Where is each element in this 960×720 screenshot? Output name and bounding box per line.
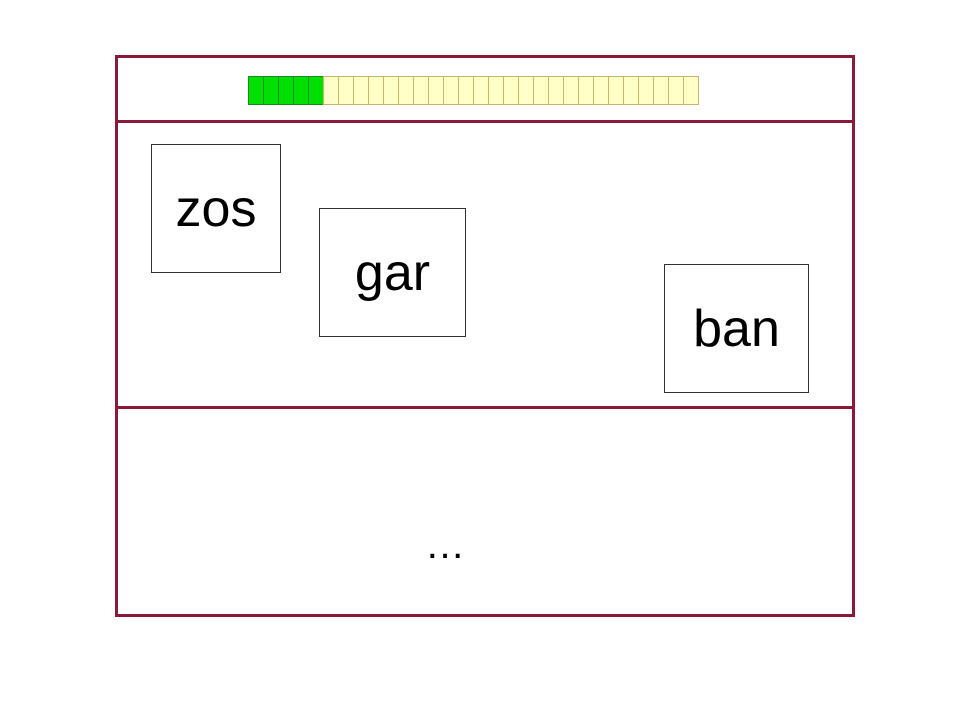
- progress-segment-complete: [293, 76, 309, 105]
- word-card-ban[interactable]: ban: [664, 264, 809, 393]
- progress-segment-pending: [578, 76, 594, 105]
- progress-segment-pending: [353, 76, 369, 105]
- progress-segment-pending: [473, 76, 489, 105]
- answer-panel: [115, 406, 855, 617]
- progress-segment-pending: [563, 76, 579, 105]
- progress-segment-pending: [383, 76, 399, 105]
- word-card-label: zos: [175, 179, 257, 238]
- progress-segment-pending: [413, 76, 429, 105]
- progress-segment-pending: [338, 76, 354, 105]
- progress-segment-pending: [533, 76, 549, 105]
- progress-segment-pending: [668, 76, 684, 105]
- progress-segment-pending: [368, 76, 384, 105]
- progress-segment-pending: [503, 76, 519, 105]
- progress-segment-complete: [308, 76, 324, 105]
- progress-segment-pending: [398, 76, 414, 105]
- progress-segment-pending: [593, 76, 609, 105]
- progress-bar: [248, 76, 699, 105]
- progress-segment-pending: [638, 76, 654, 105]
- progress-segment-pending: [518, 76, 534, 105]
- word-card-label: ban: [693, 299, 780, 358]
- progress-segment-pending: [623, 76, 639, 105]
- progress-segment-pending: [548, 76, 564, 105]
- word-card-label: gar: [354, 243, 431, 302]
- progress-segment-pending: [488, 76, 504, 105]
- progress-segment-pending: [443, 76, 459, 105]
- progress-segment-pending: [653, 76, 669, 105]
- progress-segment-complete: [263, 76, 279, 105]
- progress-segment-pending: [428, 76, 444, 105]
- answer-placeholder[interactable]: …: [425, 523, 465, 567]
- word-card-zos[interactable]: zos: [151, 144, 281, 273]
- progress-segment-pending: [458, 76, 474, 105]
- progress-segment-pending: [608, 76, 624, 105]
- progress-segment-complete: [278, 76, 294, 105]
- progress-segment-pending: [323, 76, 339, 105]
- word-card-gar[interactable]: gar: [319, 208, 466, 337]
- progress-segment-complete: [248, 76, 264, 105]
- progress-segment-pending: [683, 76, 699, 105]
